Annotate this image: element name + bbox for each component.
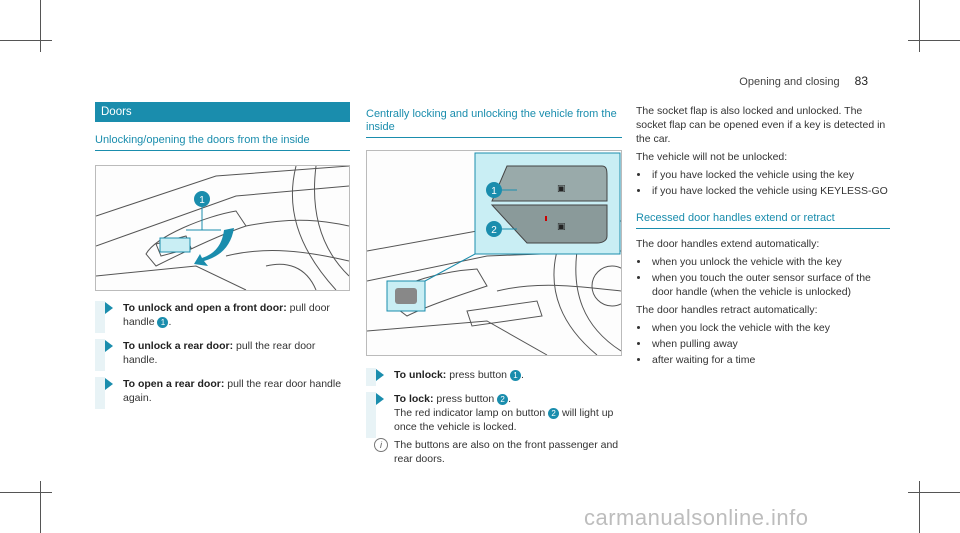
callout-badge: 2 xyxy=(548,407,560,419)
step-text: pull door handle xyxy=(123,302,330,328)
info-icon: i xyxy=(374,438,388,452)
list-item: when you unlock the vehicle with the key xyxy=(650,255,890,269)
step-tail: . xyxy=(168,316,172,328)
subheading: Recessed door handles extend or retract xyxy=(636,208,890,229)
lock-buttons-illustration: ▣ ▣ 1 2 xyxy=(367,152,621,355)
step-label: To open a rear door: xyxy=(123,378,225,390)
step-label: To unlock a rear door: xyxy=(123,340,234,352)
crop-mark xyxy=(0,492,52,493)
step-tail: . xyxy=(520,369,524,381)
watermark: carmanualsonline.info xyxy=(584,505,809,530)
unlock-symbol-icon: ▣ xyxy=(557,183,566,193)
step-item: To unlock: press button 1. xyxy=(366,368,622,386)
door-handle-figure: 1 xyxy=(95,165,350,291)
subheading: Centrally locking and unlocking the vehi… xyxy=(366,104,622,138)
paragraph: The door handles extend automatically: xyxy=(636,238,820,250)
crop-mark xyxy=(919,0,920,52)
step-label: To lock: xyxy=(394,393,434,405)
step-tail: . xyxy=(508,393,512,405)
indicator-lamp-icon xyxy=(545,216,547,221)
callout-1: 1 xyxy=(491,186,497,197)
bullet-list: when you unlock the vehicle with the key… xyxy=(636,255,890,299)
callout-badge: 1 xyxy=(157,316,169,328)
list-item: after waiting for a time xyxy=(650,353,890,367)
paragraph: The door handles retract automatically: xyxy=(636,304,818,316)
column-central-locking: Centrally locking and unlocking the vehi… xyxy=(366,104,622,466)
step-item: To unlock a rear door: pull the rear doo… xyxy=(95,339,350,371)
lock-buttons-figure: ▣ ▣ 1 2 xyxy=(366,150,622,356)
crop-mark xyxy=(40,481,41,533)
step-text: press button xyxy=(433,393,498,405)
callout-1: 1 xyxy=(199,195,205,206)
page-number: 83 xyxy=(854,74,868,88)
note-text: The buttons are also on the front passen… xyxy=(394,439,619,465)
section-banner: Doors xyxy=(95,102,350,122)
arrow-icon xyxy=(105,302,113,314)
step-text: press button xyxy=(446,369,510,381)
list-item: when pulling away xyxy=(650,337,890,351)
bullet-list: when you lock the vehicle with the key w… xyxy=(636,321,890,367)
paragraph: The socket flap is also locked and unloc… xyxy=(636,105,886,145)
column-doors: Doors Unlocking/opening the doors from t… xyxy=(95,102,350,409)
crop-mark xyxy=(0,40,52,41)
list-item: if you have locked the vehicle using the… xyxy=(650,168,890,182)
info-note: i The buttons are also on the front pass… xyxy=(366,438,622,466)
callout-2: 2 xyxy=(491,225,497,236)
bullet-list: if you have locked the vehicle using the… xyxy=(636,168,890,198)
step-item: To lock: press button 2. The red indicat… xyxy=(366,392,622,438)
step-text: pull the rear door handle. xyxy=(123,340,316,366)
callout-badge: 1 xyxy=(509,369,521,381)
step-item: To unlock and open a front door: pull do… xyxy=(95,301,350,333)
step-detail: The red indicator lamp on button xyxy=(394,407,549,419)
arrow-icon xyxy=(105,378,113,390)
step-item: To open a rear door: pull the rear door … xyxy=(95,377,350,409)
page-header: Opening and closing 83 xyxy=(739,74,868,88)
subheading: Unlocking/opening the doors from the ins… xyxy=(95,130,350,151)
arrow-icon xyxy=(105,340,113,352)
lock-symbol-icon: ▣ xyxy=(557,221,566,231)
crop-mark xyxy=(908,492,960,493)
crop-mark xyxy=(40,0,41,52)
paragraph: The vehicle will not be unlocked: xyxy=(636,151,788,163)
step-label: To unlock: xyxy=(394,369,447,381)
step-text: pull the rear door handle again. xyxy=(123,378,342,404)
arrow-icon xyxy=(376,393,384,405)
arrow-icon xyxy=(376,369,384,381)
section-title: Opening and closing xyxy=(739,76,840,88)
step-label: To unlock and open a front door: xyxy=(123,302,287,314)
list-item: if you have locked the vehicle using KEY… xyxy=(650,184,890,198)
crop-mark xyxy=(919,481,920,533)
crop-mark xyxy=(908,40,960,41)
list-item: when you touch the outer sensor surface … xyxy=(650,271,890,299)
list-item: when you lock the vehicle with the key xyxy=(650,321,890,335)
door-handle-illustration: 1 xyxy=(96,166,349,290)
step-detail: will light up once the vehicle is locked… xyxy=(394,407,614,433)
column-socket-and-handles: The socket flap is also locked and unloc… xyxy=(636,104,890,371)
callout-badge: 2 xyxy=(497,393,509,405)
